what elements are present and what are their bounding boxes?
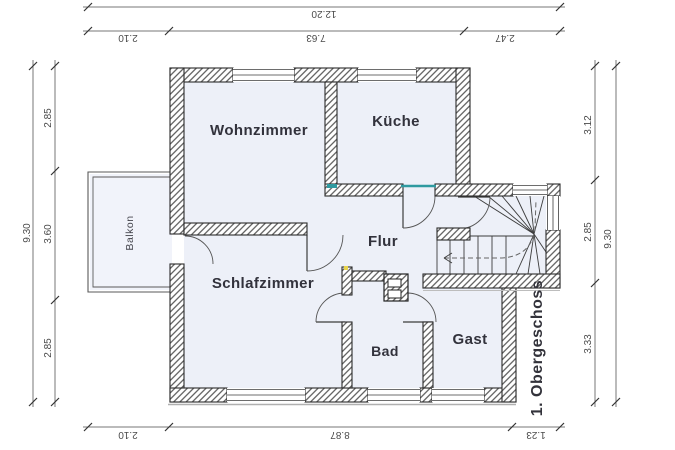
window-wohnzimmer-north (233, 68, 294, 82)
room-label-kueche: Küche (372, 113, 420, 130)
balcony-outline (87, 171, 172, 293)
room-label-flur: Flur (368, 233, 398, 250)
dim-top-seg-0: 2.10 (118, 32, 138, 43)
stair-walk-arrow (443, 252, 453, 264)
window-gast-south (432, 388, 484, 402)
schlafzimmer-door-arc (315, 292, 346, 323)
dim-bottom-seg-1: 8.87 (330, 429, 350, 440)
window-stairbay-right (546, 196, 560, 230)
dim-bottom-seg-2: 1.23 (526, 429, 546, 440)
kueche-door-arc (402, 195, 436, 229)
room-label-balkon: Balkon (124, 215, 136, 250)
dim-top-seg-1: 7.63 (306, 32, 326, 43)
walls (169, 67, 561, 403)
marker-yellow (344, 266, 348, 270)
room-labels: Wohnzimmer Küche Flur Schlafzimmer Bad G… (124, 113, 487, 359)
dim-bottom-seg-0: 2.10 (118, 429, 138, 440)
gast-door-arc (406, 292, 437, 323)
room-label-bad: Bad (371, 343, 399, 359)
floor-fill (90, 82, 546, 388)
dim-right-seg-1: 2.85 (583, 222, 594, 242)
dim-left-seg-0: 2.85 (43, 108, 54, 128)
balcony-door-arc (184, 235, 214, 265)
window-bad-south (368, 388, 420, 402)
window-stairbay-top (513, 184, 547, 196)
window-kueche-north (358, 68, 416, 82)
glass-accent-divider (327, 184, 337, 188)
window-schlafzimmer-south (227, 388, 305, 402)
chimney (383, 273, 409, 302)
dim-right-total: 9.30 (603, 229, 614, 249)
dimension-lines: 12.20 2.10 7.63 2.47 2.10 8.87 1.23 9.30… (22, 2, 621, 440)
stair-walking-line (444, 199, 537, 259)
dim-top-seg-2: 2.47 (495, 32, 515, 43)
dim-top-total: 12.20 (311, 8, 336, 19)
dim-right-seg-0: 3.12 (583, 115, 594, 135)
dim-right-seg-2: 3.33 (583, 334, 594, 354)
wohnzimmer-door-arc (306, 234, 344, 272)
dim-left-seg-1: 3.60 (43, 224, 54, 244)
room-label-schlafzimmer: Schlafzimmer (212, 275, 314, 292)
dim-left-total: 9.30 (22, 223, 33, 243)
floor-label: 1. Obergeschoss (529, 280, 546, 416)
accents (327, 184, 436, 270)
room-label-gast: Gast (453, 331, 488, 348)
windows (227, 68, 560, 402)
room-label-wohnzimmer: Wohnzimmer (210, 122, 308, 139)
dim-left-seg-2: 2.85 (43, 338, 54, 358)
shadow-lines (168, 290, 560, 406)
